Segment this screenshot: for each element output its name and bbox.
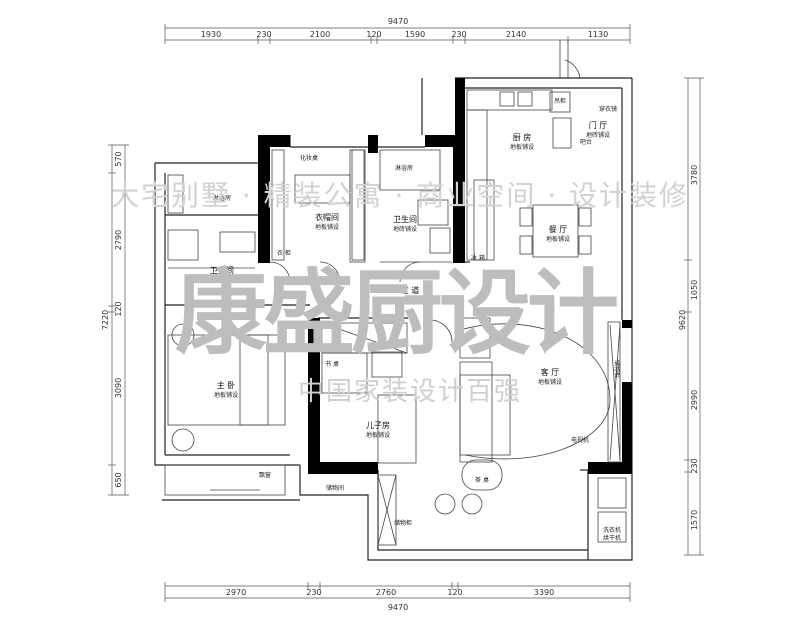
label-fridge: 冰 箱 [471,254,485,262]
room-bath1-name: 卫生间 [210,265,234,275]
dim-bottom-4: 120 [447,588,462,597]
dim-top-total: 9470 [388,17,408,26]
dim-left-3: 120 [114,301,123,316]
dim-left-5: 650 [114,472,123,487]
room-bath2-name: 卫生间 [393,214,417,224]
dim-bottom-1: 2970 [226,588,246,597]
label-hanger: 吊柜 [554,97,566,105]
room-corridor-name: 过 道 [401,285,420,295]
dim-left-total: 7220 [101,310,110,330]
dim-top-4: 120 [366,30,381,39]
room-dining-floor: 地板铺设 [546,235,570,243]
room-master-name: 主 卧 [217,380,236,390]
dim-right-2: 1050 [690,280,699,300]
dim-left-4: 3090 [114,378,123,398]
label-cabinet-2: 储物柜 [394,519,412,527]
label-counter: 吧台 [580,138,592,146]
watermark-tagline: 大宅别墅 · 精装公寓 · 商业空间 · 设计装修 [111,179,689,212]
label-storage: 储物间 [326,484,344,492]
room-son-name: 儿子房 [366,420,390,430]
structural-walls [258,78,632,474]
dim-bottom-2: 230 [306,588,321,597]
watermark-brand: 康盛厨设计 [175,260,617,367]
dim-right-total: 9620 [678,310,687,330]
watermark-slogan: 中国家装设计百强 [298,377,522,407]
dim-bottom-5: 3390 [534,588,554,597]
room-closet-floor: 地板铺设 [315,223,339,231]
label-wardrobe: 衣 柜 [277,249,291,257]
label-vanity: 化妆桌 [300,154,318,162]
dim-top-7: 2140 [506,30,526,39]
room-bath2-floor: 地砖铺设 [393,225,417,233]
room-master-floor: 地板铺设 [214,391,238,399]
dim-top-1: 1930 [201,30,221,39]
fixtures [164,40,627,546]
dim-bottom-total: 9470 [388,603,408,612]
room-bath1-floor: 地砖铺设 [210,276,234,284]
dimension-lines [108,24,704,602]
room-foyer-name: 门 厅 [589,120,608,130]
label-shower-1: 淋浴房 [213,194,231,202]
dim-bottom-3: 2760 [376,588,396,597]
label-desk: 书 桌 [325,360,339,368]
dim-top-2: 230 [256,30,271,39]
dim-top-5: 1590 [405,30,425,39]
dim-left-2: 2790 [114,230,123,250]
room-son-floor: 地板铺设 [366,431,390,439]
label-shower-2: 淋浴房 [395,164,413,172]
outline-walls [154,77,633,561]
room-dining-name: 餐 厅 [549,225,568,234]
room-living-name: 客 厅 [541,367,560,377]
label-bay: 飘窗 [259,471,271,479]
dim-top-3: 2100 [310,30,330,39]
dim-left-1: 570 [114,151,123,166]
dim-right-5: 1570 [690,510,699,530]
room-foyer-floor: 地砖铺设 [586,131,610,139]
label-washer: 洗衣机 [603,526,621,534]
label-dryer: 烘干机 [603,534,621,542]
dim-top-8: 1130 [588,30,608,39]
label-tea: 茶 桌 [475,476,489,484]
room-closet-name: 衣帽间 [315,212,339,222]
dim-top-6: 230 [451,30,466,39]
dim-right-4: 230 [690,458,699,473]
room-corridor-floor: 地板铺设 [398,296,422,304]
dim-right-3: 2990 [690,390,699,410]
room-kitchen-floor: 地板铺设 [510,143,534,151]
label-tv: 电视机 [571,436,589,444]
label-shoe: 穿衣镜 [599,105,617,113]
room-kitchen-name: 厨 房 [513,132,532,142]
dim-right-1: 3780 [690,165,699,185]
room-living-floor: 地板铺设 [538,378,562,386]
label-cabinet-1: 储物柜 [613,360,621,378]
